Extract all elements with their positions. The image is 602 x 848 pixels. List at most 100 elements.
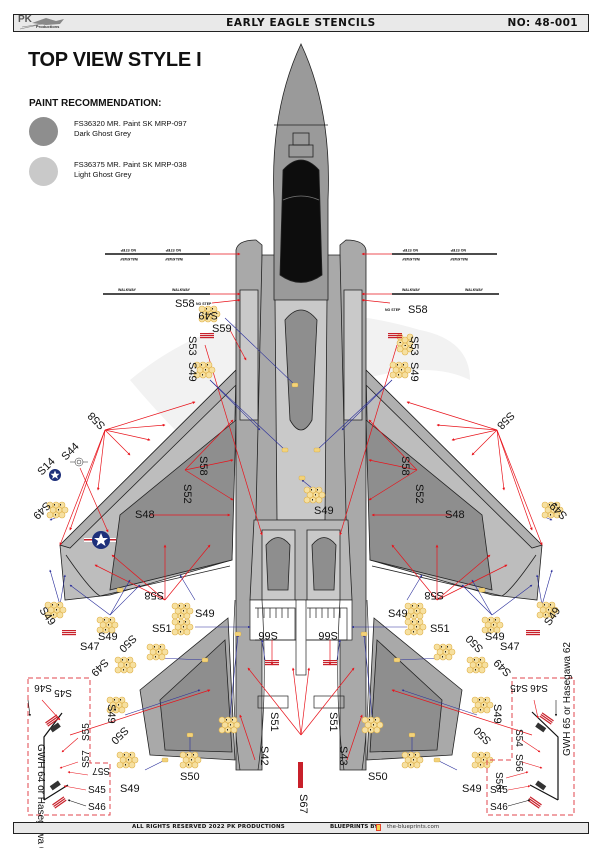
s67-stencil	[298, 762, 303, 788]
box-left-kit-text: GWH 64 or Hasegawa 63	[35, 744, 46, 848]
sheet-number: NO: 48-001	[507, 17, 578, 29]
walkway-text: WALKWAY	[401, 257, 420, 261]
eagle-logo-icon	[19, 18, 64, 30]
label-s49: S49	[314, 505, 334, 517]
label-s49: S49	[492, 656, 514, 678]
label-s56: S56	[513, 754, 524, 772]
paint-heading: PAINT RECOMMENDATION:	[29, 98, 162, 109]
label-s47-left: S47	[80, 641, 100, 653]
label-s57: S57	[92, 765, 110, 776]
label-s66-right: S66	[318, 629, 338, 641]
nose-section	[273, 43, 329, 301]
label-s49: S49	[198, 309, 218, 321]
walkway-text: WALKWAY	[449, 257, 468, 261]
no-step-text: NO STEP	[385, 308, 401, 312]
walkway-s60-right: NO STEP NO STEP WALKWAY WALKWAY	[392, 248, 497, 261]
label-s50: S50	[472, 724, 494, 746]
label-s57: S57	[81, 750, 92, 768]
label-s52-left: S52	[181, 484, 193, 504]
walkway-text: WALKWAY	[465, 288, 484, 292]
paint-item-light: FS36375 MR. Paint SK MRP-038 Light Ghost…	[74, 160, 187, 180]
label-s49: S49	[88, 656, 110, 678]
label-s58: S58	[144, 589, 164, 601]
label-s50: S50	[180, 771, 200, 783]
label-s58-left: S58	[175, 298, 195, 310]
label-s49: S49	[388, 608, 408, 620]
label-s49: S49	[491, 704, 503, 724]
logo-text: PK	[18, 14, 32, 25]
no-step-text: NO STEP	[165, 248, 181, 252]
footer-bar: ALL RIGHTS RESERVED 2022 PK PRODUCTIONS …	[13, 822, 589, 834]
label-s51: S51	[327, 712, 339, 732]
label-s43: S43	[337, 746, 349, 766]
copyright-text: ALL RIGHTS RESERVED 2022 PK PRODUCTIONS	[132, 824, 285, 830]
label-s52-right: S52	[413, 484, 425, 504]
pk-logo: PK Productions	[16, 14, 68, 31]
walkway-s61-right: WALKWAY WALKWAY	[392, 288, 499, 295]
label-s49: S49	[105, 704, 117, 724]
paint-name: Dark Ghost Grey	[74, 129, 131, 138]
walkway-s61-left: WALKWAY WALKWAY	[103, 288, 210, 295]
s44-roundel-outline-icon	[70, 457, 88, 467]
label-s67: S67	[297, 794, 309, 814]
label-s46: S46	[490, 802, 508, 813]
label-s51: S51	[430, 623, 450, 635]
label-s42: S42	[258, 746, 270, 766]
no-step-text: NO STEP	[450, 248, 466, 252]
label-s50: S50	[116, 632, 138, 654]
label-s54: S54	[513, 729, 524, 747]
label-s48-right: S48	[445, 509, 465, 521]
label-s49: S49	[98, 631, 118, 643]
label-s45: S45	[54, 687, 72, 698]
walkway-text: WALKWAY	[118, 288, 137, 292]
roundel-s14-icon	[49, 469, 61, 481]
label-s45: S45	[88, 785, 106, 796]
swatch-light-ghost-grey	[29, 157, 58, 186]
label-s58: S58	[86, 409, 108, 431]
no-step-text: NO STEP	[196, 302, 212, 306]
sheet-title: EARLY EAGLE STENCILS	[226, 17, 376, 29]
label-s45: S45	[490, 785, 508, 796]
paint-name: Light Ghost Grey	[74, 170, 132, 179]
page-title: TOP VIEW STYLE I	[28, 49, 202, 71]
walkway-text: WALKWAY	[119, 257, 138, 261]
label-s50: S50	[108, 724, 130, 746]
label-s49: S49	[462, 783, 482, 795]
label-s55: S55	[81, 723, 92, 741]
label-s48-left: S48	[135, 509, 155, 521]
paint-code: FS36320 MR. Paint SK MRP-097	[74, 119, 187, 128]
label-s58: S58	[494, 409, 516, 431]
label-s58-right: S58	[408, 304, 428, 316]
right-wing	[365, 369, 543, 601]
option-box-left: S46 S45 GWH 64 or Hasegawa 63 S55 S57 S5…	[27, 677, 111, 848]
blueprints-url: the-blueprints.com	[387, 824, 440, 830]
label-s49: S49	[120, 783, 140, 795]
walkway-text: WALKWAY	[402, 288, 421, 292]
exhaust-section	[232, 599, 370, 771]
logo-subtext: Productions	[36, 24, 60, 29]
label-s46: S46	[34, 682, 52, 693]
label-s53-left: S53	[186, 336, 198, 356]
blueprints-logo-icon	[376, 824, 381, 831]
label-s44: S44	[59, 441, 81, 463]
label-s49: S49	[186, 362, 198, 382]
label-s58: S58	[399, 456, 411, 476]
no-step-text: NO STEP	[120, 248, 136, 252]
label-s50: S50	[464, 632, 486, 654]
walkway-text: WALKWAY	[164, 257, 183, 261]
paint-code: FS36375 MR. Paint SK MRP-038	[74, 160, 187, 169]
label-s50: S50	[368, 771, 388, 783]
label-s49: S49	[485, 631, 505, 643]
paint-item-dark: FS36320 MR. Paint SK MRP-097 Dark Ghost …	[74, 119, 187, 139]
label-s58: S58	[197, 456, 209, 476]
label-s51: S51	[152, 623, 172, 635]
label-s59: S59	[212, 323, 232, 335]
label-s53-right: S53	[408, 336, 420, 356]
fuselage	[249, 254, 353, 601]
label-s49: S49	[408, 362, 420, 382]
blueprints-label: BLUEPRINTS BY	[330, 824, 379, 830]
left-stabilizer	[139, 617, 236, 761]
right-stabilizer	[366, 617, 463, 761]
label-s45: S45	[510, 682, 528, 693]
